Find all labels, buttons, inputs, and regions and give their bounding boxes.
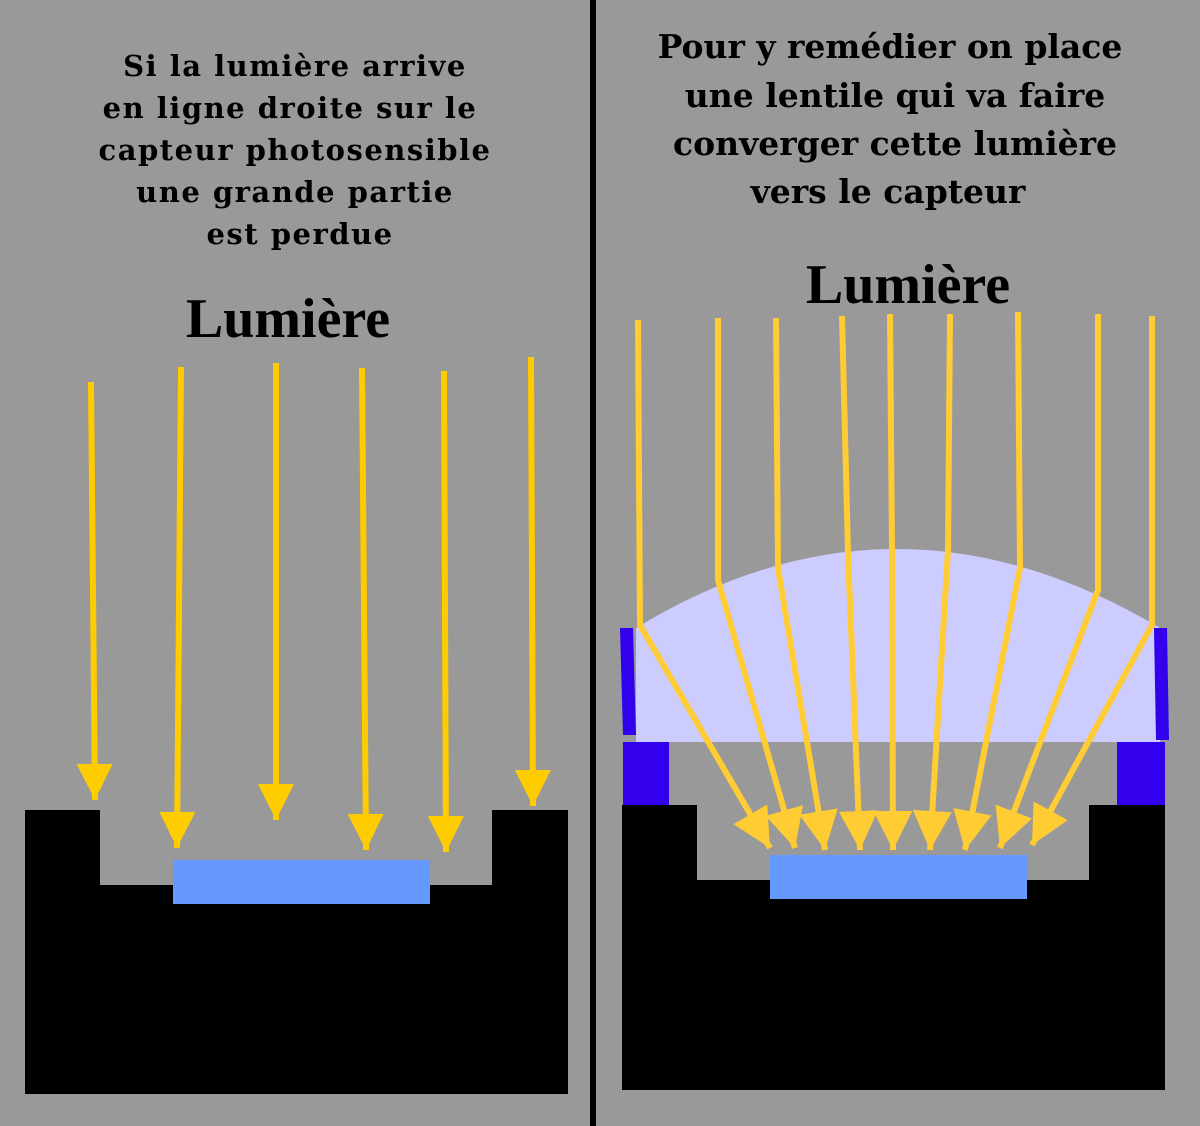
refracted-light-ray-arrow [912,313,953,851]
lens-mount-right [1154,628,1169,740]
lens-mount-left [620,628,636,735]
microlens [636,549,1160,742]
right-caption-line: vers le capteur [750,172,1026,211]
left-sensor-housing [25,810,568,1094]
left-light-label: Lumière [186,288,390,350]
right-caption-line: Pour y remédier on place [658,27,1123,66]
left-panel: Si la lumière arrive en ligne droite sur… [25,49,568,1094]
left-photosensor [173,860,430,904]
left-caption-line: capteur photosensible [99,133,492,167]
left-light-rays [76,356,551,853]
light-ray-arrow [76,381,113,801]
lens-support-right [1117,742,1165,805]
right-photosensor [770,855,1027,899]
right-light-label: Lumière [806,254,1010,316]
refracted-light-ray-arrow [1029,316,1155,847]
refracted-light-ray-arrow [873,313,913,851]
refracted-light-ray-arrow [995,314,1101,850]
left-caption-line: une grande partie [136,175,454,209]
light-ray-arrow [514,356,551,807]
refracted-light-ray-arrow [773,317,838,851]
left-caption-line: est perdue [206,217,393,251]
refracted-light-ray-arrow [953,311,1023,851]
refracted-light-ray-arrow [635,319,773,850]
light-ray-arrow [427,370,464,853]
right-panel: Pour y remédier on place une lentile qui… [620,27,1169,1090]
panel-divider [590,0,596,1126]
light-ray-arrow [347,367,384,851]
right-caption-line: une lentile qui va faire [685,76,1105,115]
lens-support-left [623,742,669,805]
right-light-rays [635,311,1155,851]
refracted-light-ray-arrow [838,315,878,851]
right-caption-line: converger cette lumière [673,124,1117,163]
left-caption-line: en ligne droite sur le [103,91,478,125]
light-ray-arrow [159,366,196,849]
refracted-light-ray-arrow [715,318,803,849]
left-caption-line: Si la lumière arrive [123,49,467,83]
right-sensor-housing [622,805,1165,1090]
